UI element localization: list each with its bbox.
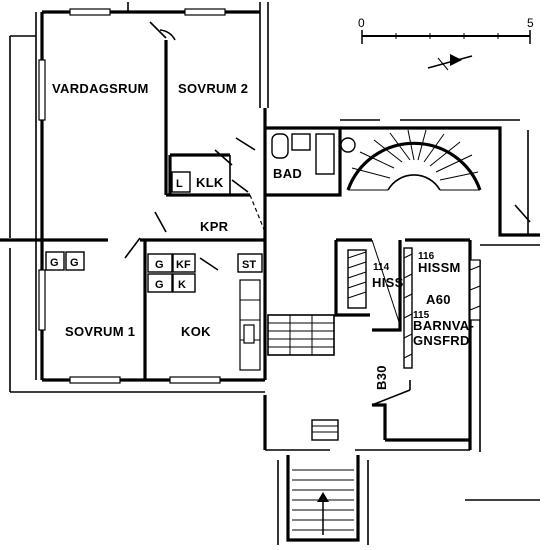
north-arrow-icon <box>427 54 473 71</box>
room-label-vardagsrum: VARDAGSRUM <box>52 81 149 96</box>
fixture-label-g1: G <box>50 257 59 269</box>
room-label-bad: BAD <box>273 166 302 181</box>
room-label-klk: KLK <box>196 175 224 190</box>
room-label-sovrum2: SOVRUM 2 <box>178 81 248 96</box>
fixture-label-st: ST <box>242 259 256 271</box>
tag-label-115: 115 <box>413 310 430 321</box>
room-label-barnvagnsforrad-1: BARNVA- <box>413 318 474 333</box>
fixture-label-kf: KF <box>176 259 191 271</box>
fixture-label-l: L <box>176 178 183 190</box>
fixture-label-g3: G <box>155 259 164 271</box>
sink-icon <box>291 133 311 151</box>
bathroom-block <box>265 126 356 197</box>
tag-label-a60: A60 <box>426 292 451 307</box>
room-label-hissm: HISSM <box>418 260 461 275</box>
windows <box>38 8 226 384</box>
shower-icon <box>315 133 335 175</box>
tag-label-b30: B30 <box>374 365 389 390</box>
tag-label-116: 116 <box>418 251 435 262</box>
tag-label-114: 114 <box>373 262 390 273</box>
spiral-stair <box>340 119 540 237</box>
room-label-kok: KOK <box>181 324 211 339</box>
toilet-icon <box>271 133 289 159</box>
room-label-kpr: KPR <box>200 219 229 234</box>
fixture-label-k: K <box>178 279 186 291</box>
scale-label-five: 5 <box>527 16 534 30</box>
fixture-label-g2: G <box>70 257 79 269</box>
fixture-label-g4: G <box>155 279 164 291</box>
room-label-hiss: HISS <box>372 275 404 290</box>
door-swings <box>124 21 266 271</box>
hall-stairs <box>267 314 339 441</box>
scale-bar: 0 5 <box>358 16 534 44</box>
room-label-sovrum1: SOVRUM 1 <box>65 324 135 339</box>
lift-shaft <box>347 239 481 369</box>
scale-label-zero: 0 <box>358 16 365 30</box>
entrance-stairs <box>277 455 369 545</box>
room-label-barnvagnsforrad-2: GNSFRD <box>413 333 470 348</box>
kitchen-fixtures <box>45 171 263 371</box>
